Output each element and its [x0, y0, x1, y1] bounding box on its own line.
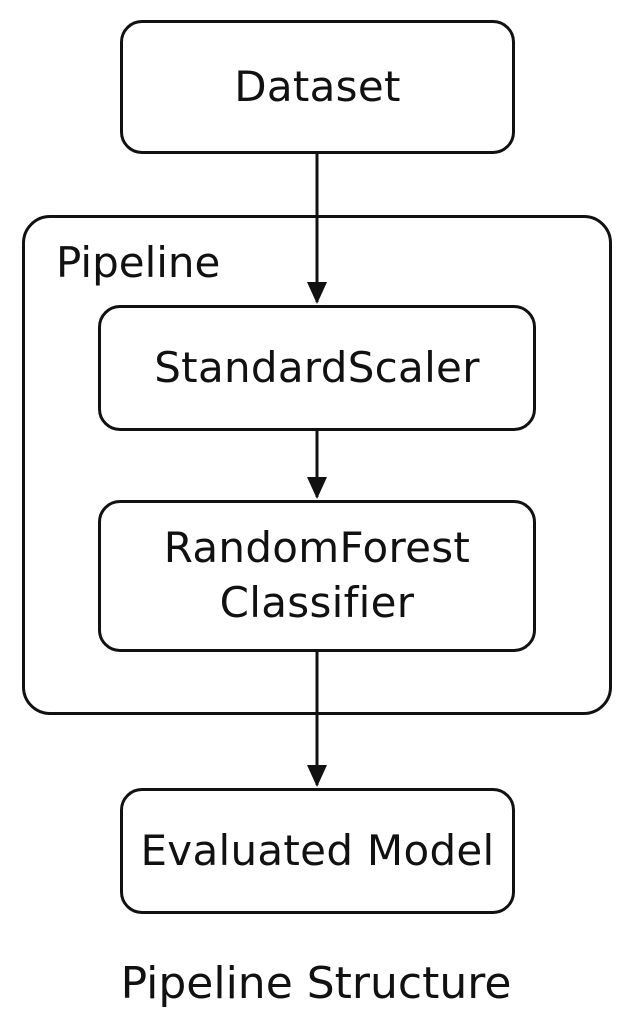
- evaluated-model-label: Evaluated Model: [140, 825, 495, 875]
- pipeline-label: Pipeline: [56, 238, 221, 287]
- dataset-label: Dataset: [234, 61, 401, 111]
- dataset-node: Dataset: [120, 20, 515, 154]
- classifier-label: RandomForest Classifier: [164, 521, 470, 630]
- arrowhead-classifier-to-evaluated: [307, 765, 327, 787]
- arrowhead-scaler-to-classifier: [307, 477, 327, 499]
- arrowhead-dataset-to-scaler: [307, 282, 327, 304]
- pipeline-container: [22, 215, 612, 715]
- diagram-caption: Pipeline Structure: [120, 958, 512, 1009]
- standard-scaler-node: StandardScaler: [98, 305, 536, 431]
- classifier-label-line2: Classifier: [219, 578, 415, 627]
- evaluated-model-node: Evaluated Model: [120, 788, 515, 914]
- classifier-label-line1: RandomForest: [163, 523, 471, 573]
- random-forest-classifier-node: RandomForest Classifier: [98, 500, 536, 652]
- standard-scaler-label: StandardScaler: [154, 342, 480, 392]
